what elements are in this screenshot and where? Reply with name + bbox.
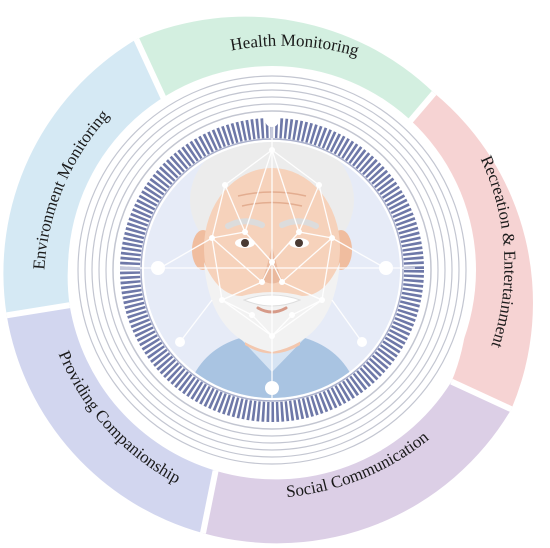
concentric-rings <box>77 75 467 465</box>
face-scan-nodes <box>151 113 393 395</box>
segment-providing-companionship <box>6 305 216 534</box>
segment-environment-monitoring <box>3 39 165 316</box>
segment-social-communication <box>203 381 512 544</box>
